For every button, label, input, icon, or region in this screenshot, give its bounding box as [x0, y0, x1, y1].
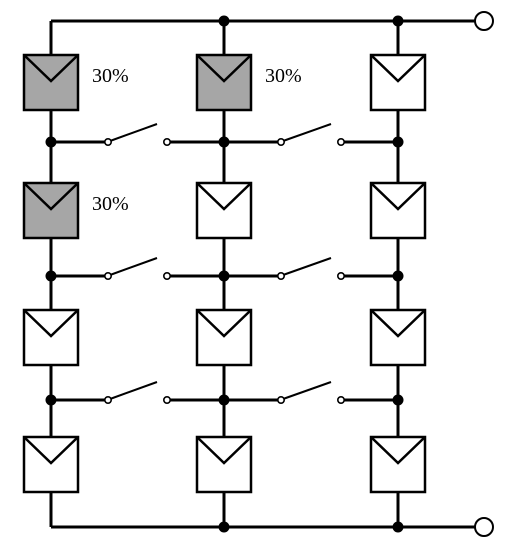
- pv-panel: [369, 308, 427, 367]
- switch-contact-left: [276, 271, 285, 280]
- pv-panel: [22, 435, 80, 494]
- junction-dot: [218, 15, 230, 27]
- switch-contact-right: [163, 271, 172, 280]
- panel-diode-mark: [370, 436, 426, 465]
- junction-dot: [218, 521, 230, 533]
- junction-dot: [392, 136, 404, 148]
- junction-dot: [392, 15, 404, 27]
- switch-blade: [282, 123, 332, 142]
- pv-panel: [369, 181, 427, 240]
- pv-panel: [195, 53, 253, 112]
- panel-diode-mark: [196, 182, 252, 211]
- switch-contact-left: [276, 395, 285, 404]
- negative-terminal: [474, 517, 494, 537]
- panel-group: [22, 53, 427, 494]
- junction-dot: [218, 394, 230, 406]
- panel-diode-mark: [370, 309, 426, 338]
- junction-dot: [218, 270, 230, 282]
- pv-panel: [195, 435, 253, 494]
- panel-diode-mark: [370, 182, 426, 211]
- switch-blade: [109, 257, 158, 276]
- switch-contact-left: [276, 138, 285, 147]
- pv-panel: [22, 53, 80, 112]
- switch-blade: [282, 257, 332, 276]
- switch-contact-right: [336, 395, 345, 404]
- shading-label: 30%: [265, 65, 302, 87]
- positive-terminal: [474, 11, 494, 31]
- switch-contact-right: [336, 138, 345, 147]
- pv-panel: [195, 308, 253, 367]
- pv-panel: [195, 181, 253, 240]
- pv-panel: [369, 435, 427, 494]
- junction-dot: [45, 270, 57, 282]
- switch-blade: [109, 123, 158, 142]
- pv-panel: [22, 308, 80, 367]
- switch-blade: [109, 381, 158, 400]
- pv-panel: [22, 181, 80, 240]
- pv-panel: [369, 53, 427, 112]
- panel-diode-mark: [196, 436, 252, 465]
- panel-diode-mark: [23, 309, 79, 338]
- terminal-group: [474, 11, 494, 537]
- junction-group: [45, 15, 404, 533]
- switch-blade: [282, 381, 332, 400]
- junction-dot: [45, 394, 57, 406]
- shading-label: 30%: [92, 65, 129, 87]
- panel-diode-mark: [23, 54, 79, 83]
- panel-diode-mark: [23, 436, 79, 465]
- switch-contact-right: [336, 271, 345, 280]
- label-group: 30% 30% 30%: [92, 65, 302, 215]
- junction-dot: [392, 394, 404, 406]
- switch-contact-right: [163, 395, 172, 404]
- junction-dot: [392, 270, 404, 282]
- switch-contact-left: [104, 271, 113, 280]
- switch-contact-right: [163, 138, 172, 147]
- panel-diode-mark: [370, 54, 426, 83]
- panel-diode-mark: [196, 309, 252, 338]
- junction-dot: [45, 136, 57, 148]
- junction-dot: [218, 136, 230, 148]
- junction-dot: [392, 521, 404, 533]
- shading-label: 30%: [92, 193, 129, 215]
- switch-contact-left: [104, 138, 113, 147]
- switch-contact-left: [104, 395, 113, 404]
- panel-diode-mark: [23, 182, 79, 211]
- switch-group: [104, 123, 345, 404]
- panel-diode-mark: [196, 54, 252, 83]
